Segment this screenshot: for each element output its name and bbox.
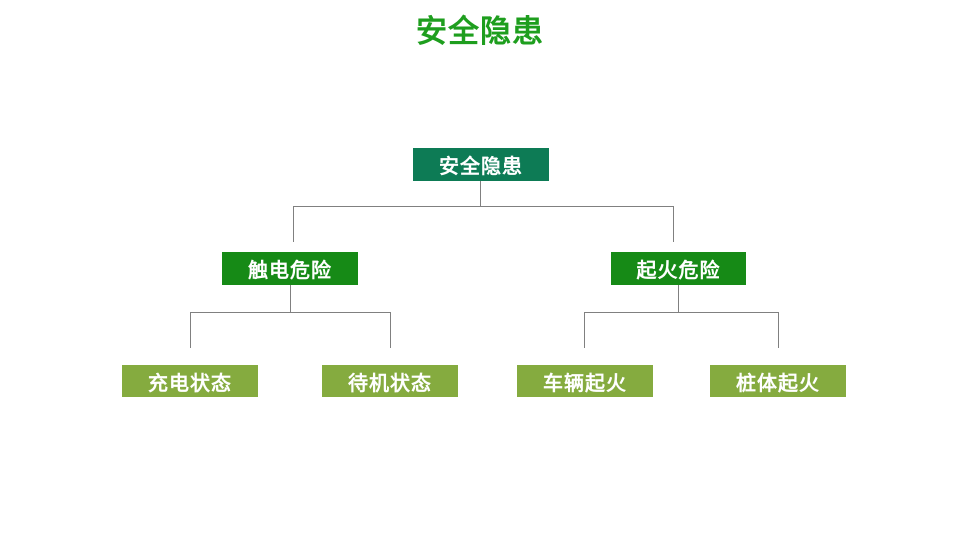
node-leaf-standby-state: 待机状态 [322,365,458,397]
node-branch-fire: 起火危险 [611,252,746,285]
connector-branch2-stem [678,285,679,312]
connector-branch1-drop-right [390,312,391,348]
connector-branch1-horizontal [190,312,390,313]
connector-level1-drop-right [673,206,674,242]
node-leaf-charging-state: 充电状态 [122,365,258,397]
connector-level1-drop-left [293,206,294,242]
node-root: 安全隐患 [413,148,549,181]
connector-level1-horizontal [293,206,673,207]
connector-branch1-stem [290,285,291,312]
slide-title: 安全隐患 [416,14,544,49]
node-branch-electric-shock: 触电危险 [222,252,358,285]
connector-root-stem [480,181,481,206]
connector-branch2-horizontal [584,312,778,313]
node-leaf-pile-fire: 桩体起火 [710,365,846,397]
node-leaf-vehicle-fire: 车辆起火 [517,365,653,397]
connector-branch1-drop-left [190,312,191,348]
connector-branch2-drop-left [584,312,585,348]
connector-branch2-drop-right [778,312,779,348]
